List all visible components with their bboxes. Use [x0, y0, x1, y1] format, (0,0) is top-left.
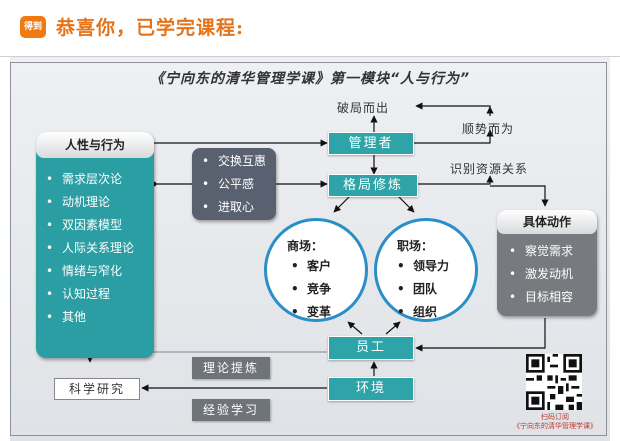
- staff-node: 员工: [328, 336, 414, 360]
- arrow-restructure-identify: [418, 175, 494, 185]
- actions-title: 具体动作: [497, 210, 597, 234]
- list-item: 认知过程: [46, 283, 134, 306]
- experience-learning-node: 经验学习: [192, 399, 270, 421]
- list-item: 目标相容: [509, 286, 573, 309]
- list-item: 竞争: [291, 278, 331, 301]
- breakout-label: 破局而出: [337, 101, 390, 115]
- list-item: 双因素模型: [46, 214, 134, 237]
- science-node: 科学研究: [54, 378, 140, 400]
- diagram-frame: [10, 62, 607, 436]
- list-item: 领导力: [397, 255, 449, 278]
- actions-card: 具体动作 察觉需求 激发动机 目标相容: [497, 210, 597, 316]
- header-divider: [0, 56, 620, 57]
- theory-refine-node: 理论提炼: [192, 357, 270, 379]
- human-behavior-card: 人性与行为 需求层次论 动机理论 双因素模型 人际关系理论 情绪与窄化 认知过程…: [36, 132, 154, 358]
- arrow-to-actions: [490, 185, 549, 207]
- list-item: 组织: [397, 301, 449, 324]
- qr-code-icon: [526, 354, 582, 410]
- qr-caption-line-2: 《宁向东的清华管理学课》: [513, 422, 597, 430]
- list-item: 察觉需求: [509, 240, 573, 263]
- market-list: 客户 竞争 变革: [291, 255, 331, 324]
- list-item: 客户: [291, 255, 331, 278]
- arrow-actions-staff: [415, 318, 546, 352]
- list-item: 激发动机: [509, 263, 573, 286]
- congrats-text: 恭喜你，已学完课程:: [56, 17, 245, 39]
- follow-label: 顺势而为: [462, 122, 515, 136]
- list-item: 团队: [397, 278, 449, 301]
- list-item: 公平感: [202, 173, 266, 196]
- motivation-list: 交换互惠 公平感 进取心: [202, 150, 266, 219]
- list-item: 进取心: [202, 196, 266, 219]
- list-item: 需求层次论: [46, 168, 134, 191]
- environment-node: 环境: [328, 377, 414, 401]
- workplace-list: 领导力 团队 组织: [397, 255, 449, 324]
- workplace-circle: 职场： 领导力 团队 组织: [374, 218, 478, 324]
- motivation-card: 交换互惠 公平感 进取心: [192, 148, 276, 220]
- manager-node: 管理者: [328, 132, 414, 155]
- list-item: 动机理论: [46, 191, 134, 214]
- human-behavior-title: 人性与行为: [36, 132, 154, 158]
- diagram-title: 《宁向东的清华管理学课》第一模块“人与行为”: [149, 71, 471, 87]
- app-badge-icon: 得到: [20, 16, 46, 38]
- market-circle: 商场： 客户 竞争 变革: [264, 218, 368, 324]
- list-item: 变革: [291, 301, 331, 324]
- market-title: 商场：: [287, 239, 324, 253]
- workplace-title: 职场：: [397, 239, 434, 253]
- human-behavior-list: 需求层次论 动机理论 双因素模型 人际关系理论 情绪与窄化 认知过程 其他: [46, 168, 134, 329]
- list-item: 情绪与窄化: [46, 260, 134, 283]
- list-item: 其他: [46, 306, 134, 329]
- restructure-node: 格局修炼: [328, 174, 418, 197]
- arrow-manager-follow: [413, 129, 494, 144]
- list-item: 人际关系理论: [46, 237, 134, 260]
- qr-caption-line-1: 扫码订阅: [541, 413, 569, 421]
- header-bar: [0, 0, 620, 56]
- actions-list: 察觉需求 激发动机 目标相容: [509, 240, 573, 309]
- qr-caption: 扫码订阅 《宁向东的清华管理学课》: [500, 413, 610, 431]
- identify-resources-label: 识别资源关系: [450, 162, 529, 176]
- list-item: 交换互惠: [202, 150, 266, 173]
